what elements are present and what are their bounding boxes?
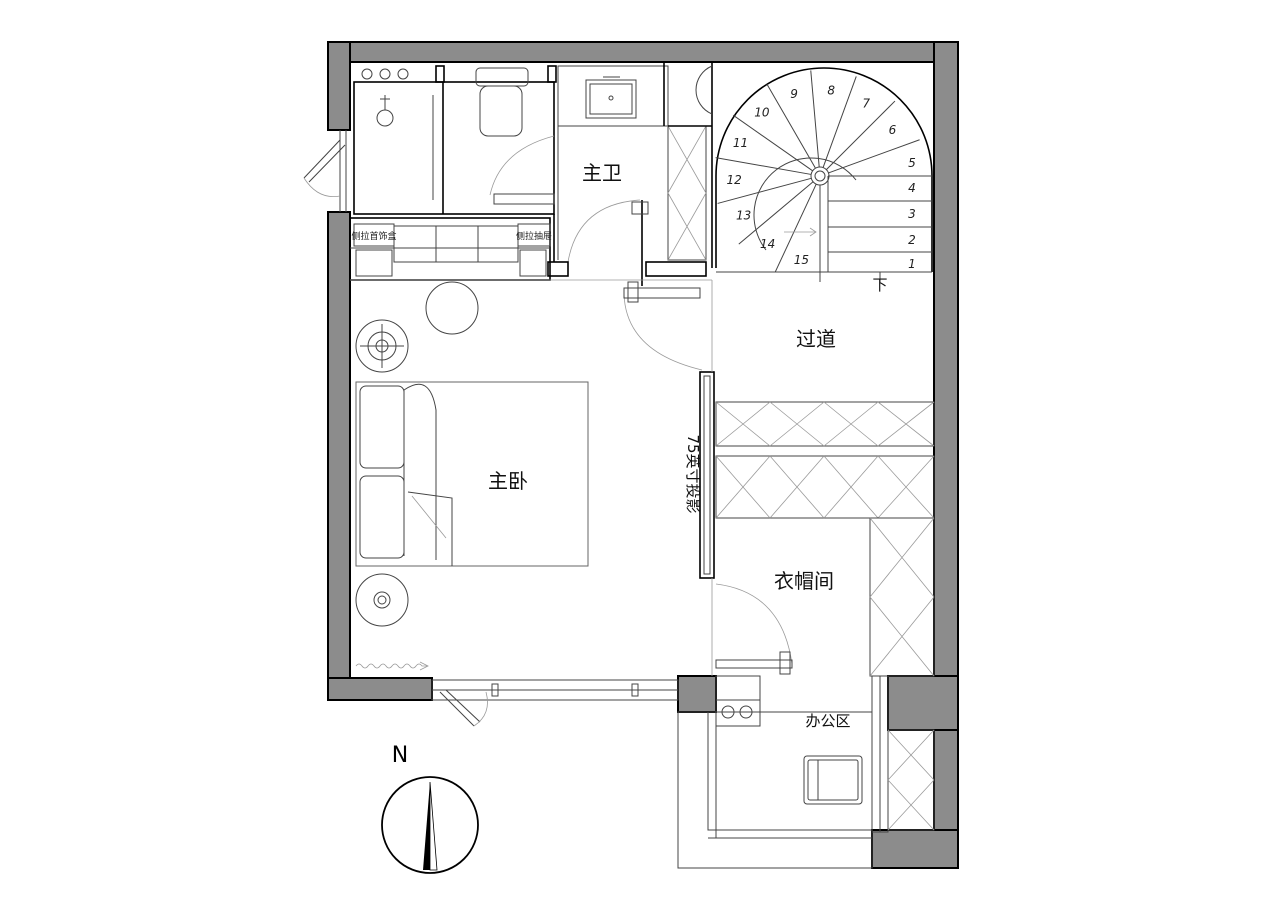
north-label: N [392,743,408,768]
stair-step-6: 6 [889,123,897,137]
corridor-label: 过道 [796,327,836,351]
office-area [677,675,935,869]
stair-step-7: 7 [862,97,870,111]
master-bath-label: 主卫 [582,161,622,185]
stair-step-11: 11 [733,136,748,150]
spiral-staircase [715,67,933,282]
corridor-and-closet [350,279,935,677]
stair-step-4: 4 [908,181,916,195]
stair-step-1: 1 [908,257,916,271]
side-drawer-label: 侧拉抽屉 [516,230,552,242]
stair-step-8: 8 [827,84,835,98]
closet-label: 衣帽间 [774,569,834,593]
jewelry-drawer-label: 侧拉首饰盒 [351,230,396,242]
stair-down-label: 下 [872,276,887,294]
stair-step-2: 2 [908,233,916,247]
tv-label: 75英寸投影 [684,434,702,513]
master-bedroom-label: 主卧 [488,469,528,493]
stair-step-10: 10 [754,106,770,120]
stair-step-15: 15 [794,253,809,267]
exterior-walls [327,41,959,869]
north-compass [381,776,479,874]
stair-step-14: 14 [760,237,775,251]
bedroom-window [431,679,679,727]
stair-step-13: 13 [736,209,751,223]
stair-step-12: 12 [726,173,741,187]
master-bath [353,62,713,286]
stair-step-5: 5 [908,156,916,170]
stair-step-3: 3 [908,207,916,221]
stair-step-9: 9 [790,87,798,101]
master-bedroom [355,281,589,671]
dressing-cabinets [349,217,551,281]
bath-window [303,130,347,212]
office-label: 办公区 [805,712,850,730]
